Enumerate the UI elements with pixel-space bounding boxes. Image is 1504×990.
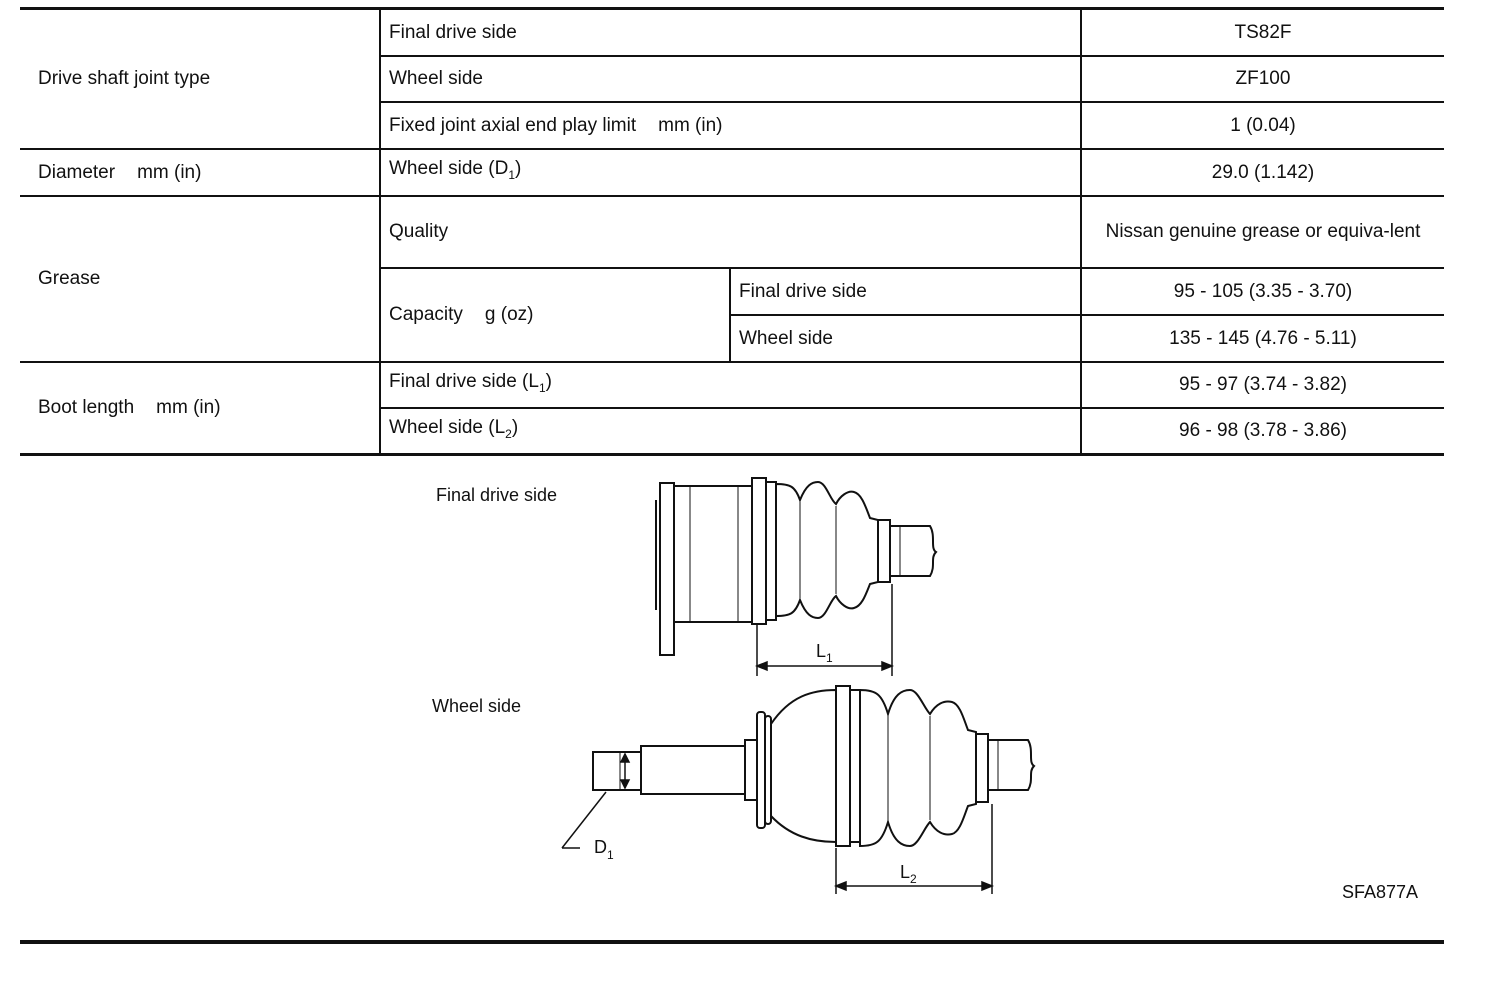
diameter-item-sub: 1 xyxy=(508,168,516,182)
table-row: Grease Quality Nissan genuine grease or … xyxy=(20,195,1444,363)
final-drive-side-label: Final drive side xyxy=(436,485,557,505)
joint-final-drive-item: Final drive side xyxy=(379,8,1081,57)
boot-wheel-text: Wheel side (L xyxy=(389,416,506,438)
boot-wheel-sub: 2 xyxy=(505,426,512,441)
drive-shaft-figure: Final drive side Wheel side L1 L2 D1 SFA… xyxy=(432,477,1418,902)
joint-type-label: Drive shaft joint type xyxy=(20,8,380,150)
boot-length-unit: mm (in) xyxy=(156,397,221,419)
grease-label: Grease xyxy=(20,195,380,363)
boot-final-drive-value: 95 - 97 (3.74 - 3.82) xyxy=(1080,361,1444,409)
d1-dimension xyxy=(561,752,631,849)
final-drive-joint-drawing xyxy=(655,477,938,656)
boot-wheel-item: Wheel side (L2) xyxy=(379,407,1081,456)
grease-quality-value: Nissan genuine grease or equiva-lent xyxy=(1080,195,1444,269)
diameter-item-text: Wheel side (D xyxy=(389,158,509,179)
capacity-final-drive-item: Final drive side xyxy=(729,267,1081,316)
diameter-item-close: ) xyxy=(515,158,522,179)
capacity-wheel-value: 135 - 145 (4.76 - 5.11) xyxy=(1080,314,1444,363)
boot-length-cell: Boot length mm (in) xyxy=(20,361,380,456)
end-play-label: Fixed joint axial end play limit xyxy=(389,114,637,136)
diameter-unit: mm (in) xyxy=(137,161,202,183)
drive-shaft-spec-table: Drive shaft joint type Final drive side … xyxy=(20,7,1444,456)
diameter-item: Wheel side (D1) xyxy=(379,148,1081,197)
l1-dimension xyxy=(754,584,895,676)
diameter-label-cell: Diameter mm (in) xyxy=(20,148,380,197)
boot-wheel-close: ) xyxy=(511,416,519,438)
wheel-joint-drawing xyxy=(592,685,1036,848)
grease-capacity-label: Capacity xyxy=(389,304,463,325)
l2-dimension xyxy=(833,804,995,894)
d1-label: D1 xyxy=(594,837,614,862)
table-row: Wheel side (L2) 96 - 98 (3.78 - 3.86) xyxy=(20,407,1444,456)
end-play-value: 1 (0.04) xyxy=(1080,101,1444,150)
table-row: Drive shaft joint type Final drive side … xyxy=(20,8,1444,150)
joint-wheel-item: Wheel side xyxy=(379,55,1081,103)
boot-wheel-value: 96 - 98 (3.78 - 3.86) xyxy=(1080,407,1444,456)
grease-capacity-cell: Capacity g (oz) xyxy=(379,267,730,363)
l1-label: L1 xyxy=(816,641,833,665)
joint-wheel-value: ZF100 xyxy=(1080,55,1444,103)
diameter-value: 29.0 (1.142) xyxy=(1080,148,1444,197)
diameter-label: Diameter xyxy=(38,161,116,183)
l2-label: L2 xyxy=(900,862,917,886)
table-row: Wheel side 135 - 145 (4.76 - 5.11) xyxy=(20,314,1444,363)
table-row: Boot length mm (in) Final drive side (L1)… xyxy=(20,361,1444,456)
joint-final-drive-value: TS82F xyxy=(1080,8,1444,57)
boot-final-drive-sub: 1 xyxy=(538,380,546,395)
bottom-rule xyxy=(20,940,1444,944)
boot-final-drive-text: Final drive side (L xyxy=(389,370,539,392)
boot-final-drive-item: Final drive side (L1) xyxy=(379,361,1081,409)
table-row: Capacity g (oz) Final drive side 95 - 105… xyxy=(20,267,1444,363)
wheel-side-label: Wheel side xyxy=(432,696,521,716)
end-play-item: Fixed joint axial end play limit mm (in) xyxy=(379,101,1081,150)
grease-capacity-unit: g (oz) xyxy=(484,304,534,325)
table-row: Diameter mm (in) Wheel side (D1) 29.0 (1.… xyxy=(20,148,1444,197)
capacity-wheel-item: Wheel side xyxy=(729,314,1081,363)
capacity-final-drive-value: 95 - 105 (3.35 - 3.70) xyxy=(1080,267,1444,316)
grease-quality-label: Quality xyxy=(379,195,1081,269)
figure-code: SFA877A xyxy=(1342,882,1418,902)
table-row: Wheel side ZF100 xyxy=(20,55,1444,103)
boot-length-label: Boot length xyxy=(38,397,135,419)
end-play-unit: mm (in) xyxy=(658,114,723,136)
boot-final-drive-close: ) xyxy=(545,370,552,392)
